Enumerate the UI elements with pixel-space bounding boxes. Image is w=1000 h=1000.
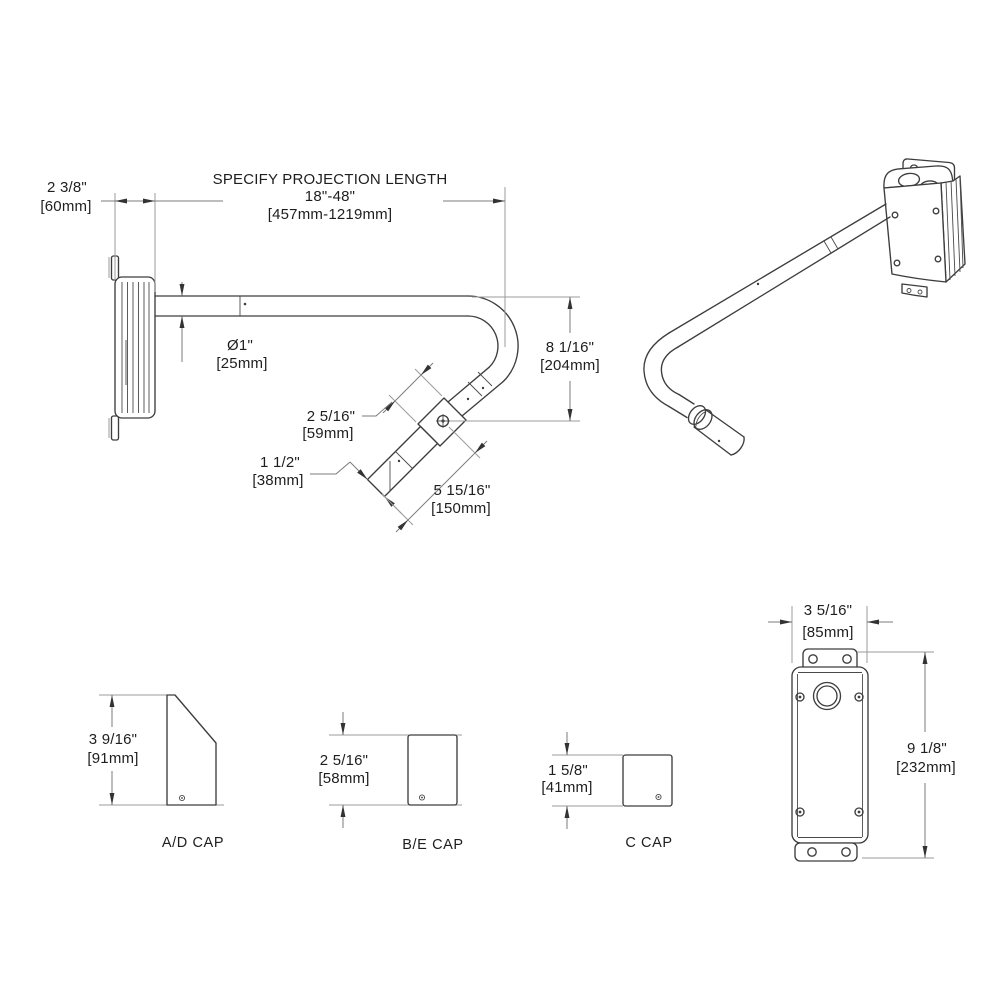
cap-ad xyxy=(99,694,224,806)
projection-note-line1: SPECIFY PROJECTION LENGTH xyxy=(213,171,448,188)
dim-knuckle-length-in: 2 5/16" xyxy=(307,408,355,425)
dim-back-plate-height xyxy=(857,651,934,859)
swivel-knuckle-joint xyxy=(417,397,467,447)
cap-be xyxy=(329,712,462,828)
dim-pipe-diameter-mm: [25mm] xyxy=(216,355,267,372)
iso-gooseneck-arm xyxy=(643,203,891,419)
dim-wall-plate-depth-in: 2 3/8" xyxy=(47,179,87,196)
wall-mount-plate xyxy=(108,255,156,441)
lamp-holder xyxy=(366,425,439,498)
dim-back-plate-width-in: 3 5/16" xyxy=(804,602,852,619)
cap-ad-height-mm: [91mm] xyxy=(87,750,138,767)
projection-note-line2: 18"-48" xyxy=(305,188,355,205)
canopy-body xyxy=(883,165,966,298)
cap-be-shape xyxy=(407,734,458,806)
cap-ad-label: A/D CAP xyxy=(162,835,224,851)
dim-drop-height xyxy=(450,296,580,422)
dim-knuckle-length-mm: [59mm] xyxy=(302,425,353,442)
dim-drop-height-mm: [204mm] xyxy=(540,357,600,374)
knockout-hole xyxy=(812,681,842,711)
cap-c-shape xyxy=(622,754,673,807)
mounting-screws xyxy=(795,692,864,817)
cap-be-label: B/E CAP xyxy=(402,837,463,853)
back-plate-drawing: 3 5/16" [85mm] 9 1/8" [232mm] xyxy=(768,602,956,862)
gooseneck-arm xyxy=(154,295,519,417)
dim-holder-length xyxy=(381,426,488,533)
dim-holder-width-in: 1 1/2" xyxy=(260,454,300,471)
cap-c-label: C CAP xyxy=(625,835,672,851)
dim-back-plate-width xyxy=(768,606,893,663)
side-view-drawing: 2 3/8" [60mm] SPECIFY PROJECTION LENGTH … xyxy=(40,171,600,533)
dim-holder-length-mm: [150mm] xyxy=(431,500,491,517)
dim-holder-width-mm: [38mm] xyxy=(252,472,303,489)
projection-note-line3: [457mm-1219mm] xyxy=(268,206,393,223)
cap-profiles: 3 9/16" [91mm] A/D CAP 2 5/16" [58mm] B/… xyxy=(87,694,673,853)
dim-wall-plate-depth-mm: [60mm] xyxy=(40,198,91,215)
isometric-view-drawing xyxy=(643,158,966,456)
dim-wall-plate-depth xyxy=(101,187,506,347)
dim-back-plate-height-mm: [232mm] xyxy=(896,759,956,776)
dim-pipe-diameter-in: Ø1" xyxy=(227,337,253,354)
dim-knuckle-length xyxy=(362,362,443,423)
cap-ad-shape xyxy=(166,694,217,806)
cap-ad-height-in: 3 9/16" xyxy=(89,731,137,748)
cap-c-height-in: 1 5/8" xyxy=(548,762,588,779)
dim-back-plate-height-in: 9 1/8" xyxy=(907,740,947,757)
cap-c-height-mm: [41mm] xyxy=(541,779,592,796)
canopy-bottom-tab xyxy=(901,283,928,298)
dim-drop-height-in: 8 1/16" xyxy=(546,339,594,356)
dim-holder-length-in: 5 15/16" xyxy=(434,482,491,499)
cap-c xyxy=(552,732,673,829)
dim-back-plate-width-mm: [85mm] xyxy=(802,624,853,641)
cap-be-height-in: 2 5/16" xyxy=(320,752,368,769)
back-plate-bottom-tab xyxy=(794,842,858,862)
iso-lamp-socket xyxy=(687,404,745,456)
cap-be-height-mm: [58mm] xyxy=(318,770,369,787)
